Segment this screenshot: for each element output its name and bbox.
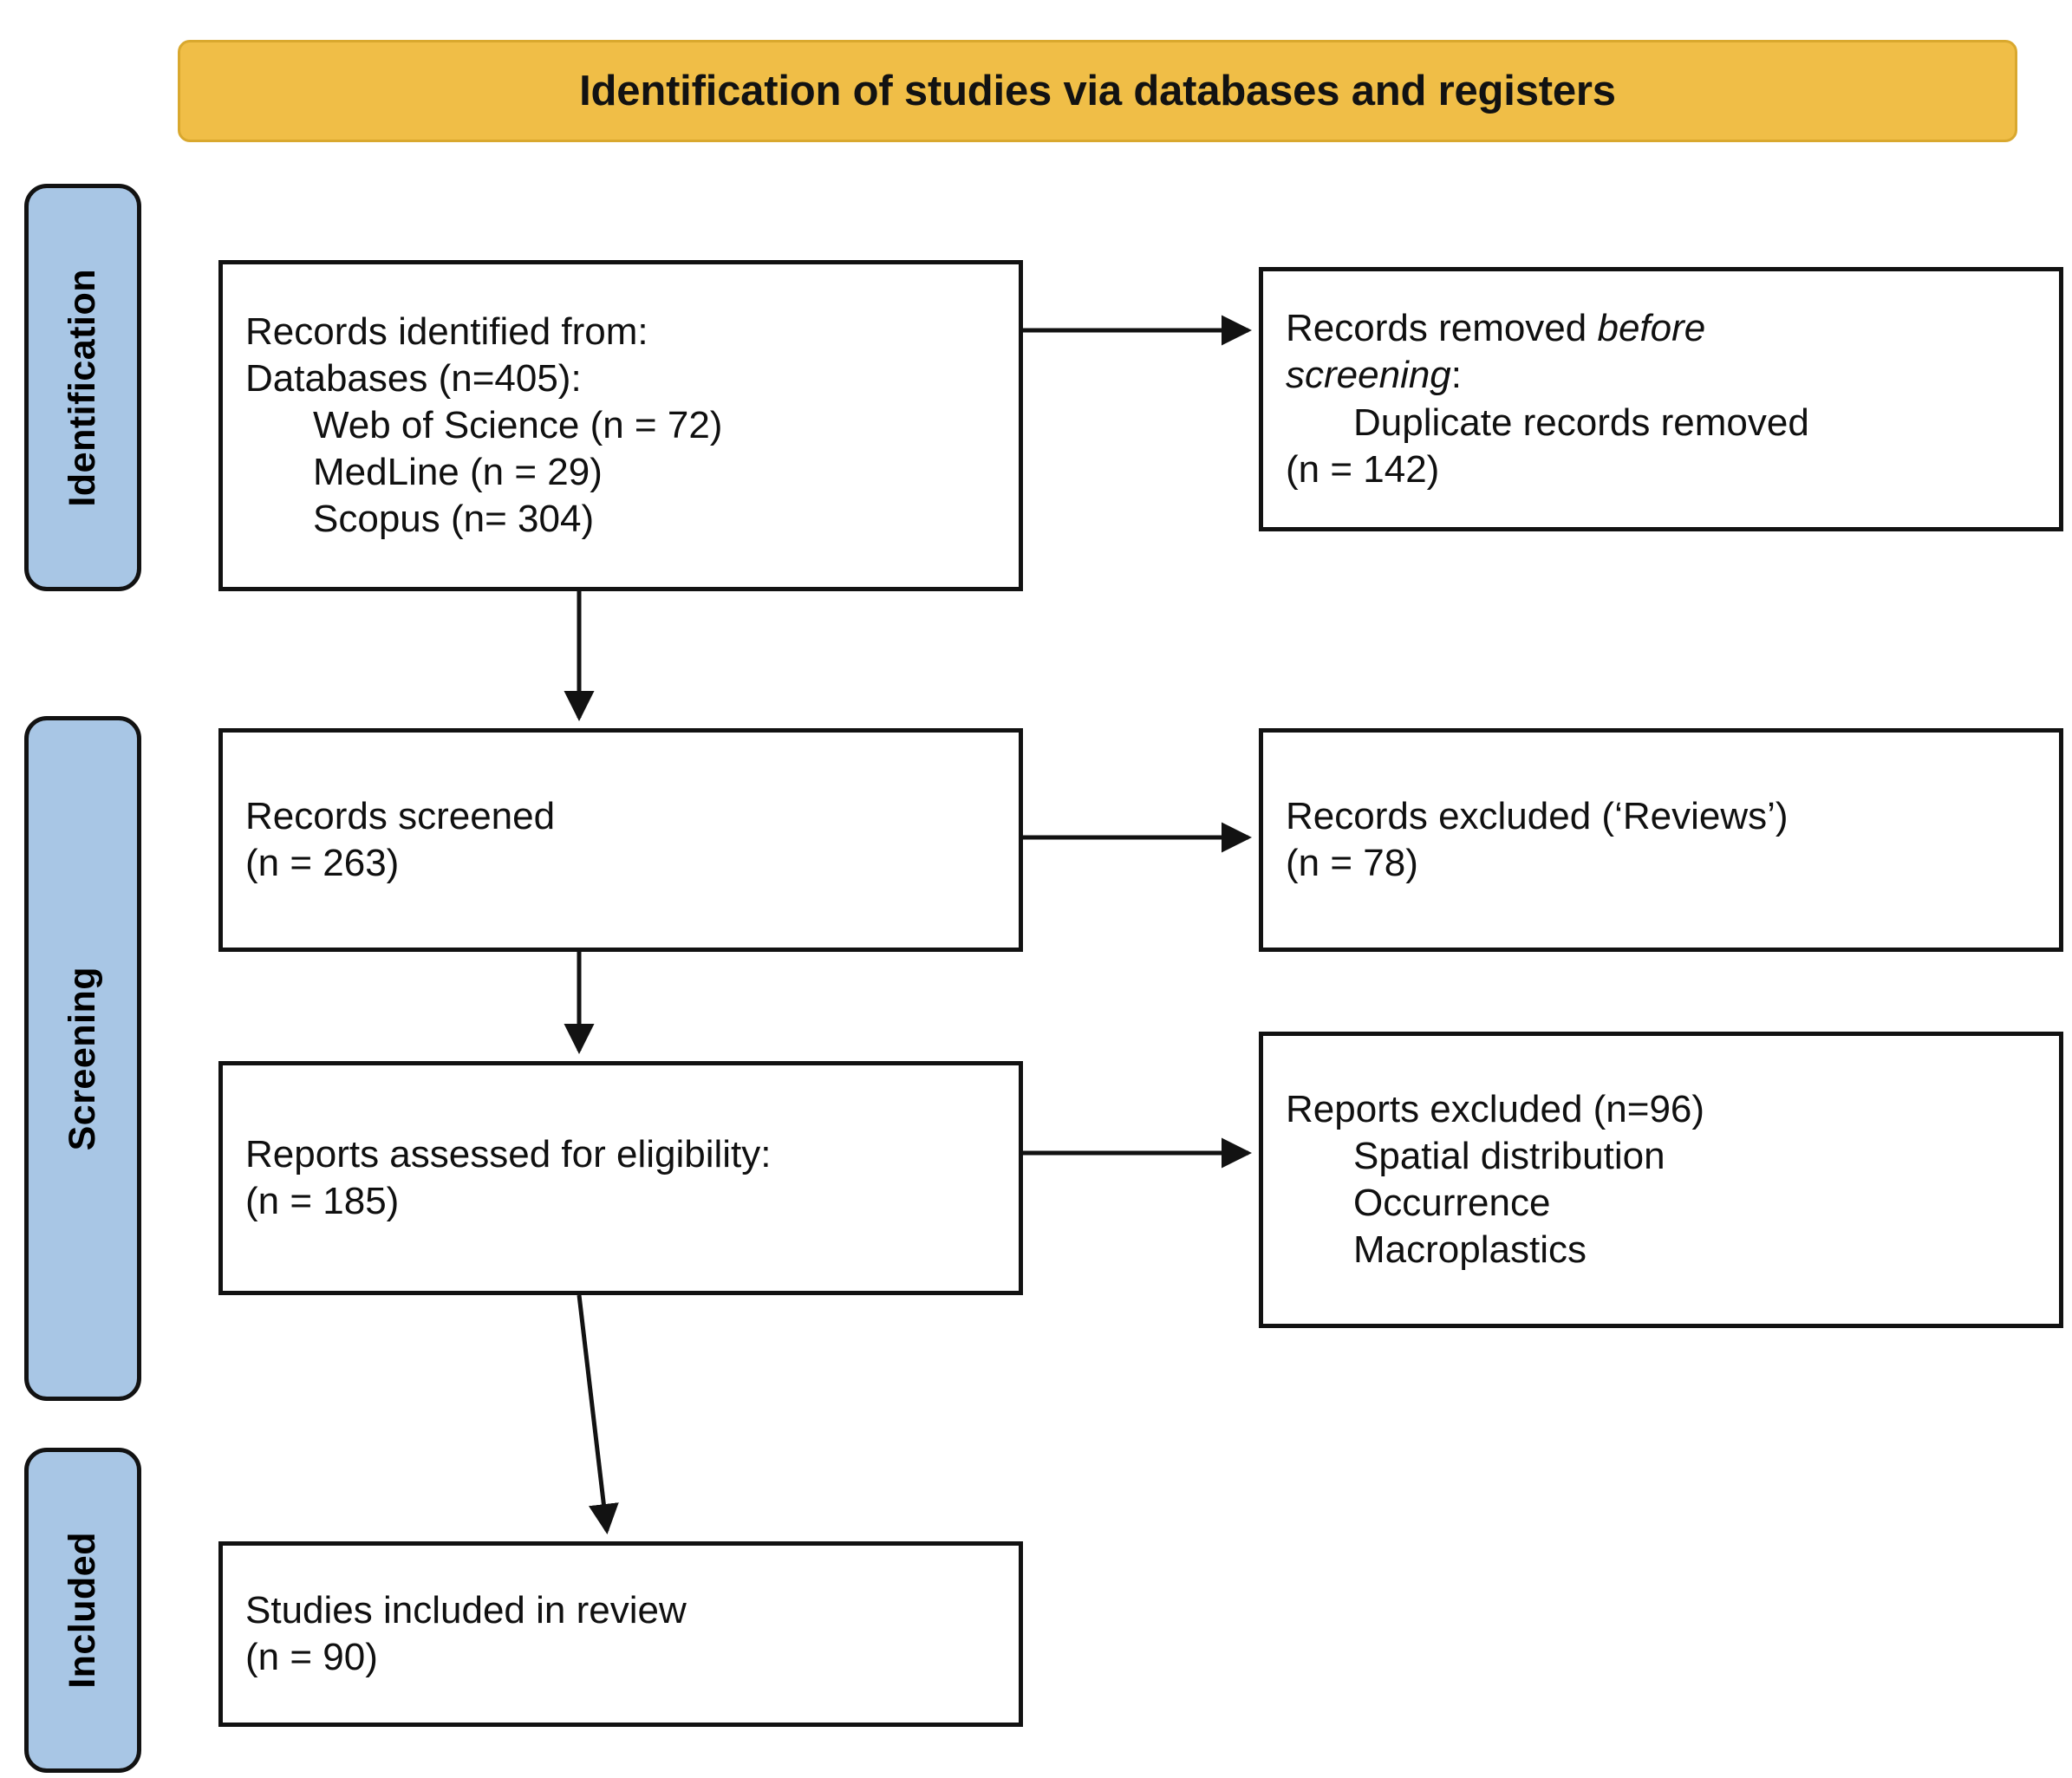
records-removed-count: (n = 142): [1286, 447, 1440, 491]
records-screened-count: (n = 263): [245, 842, 400, 884]
reports-excluded-reason-macroplastics: Macroplastics: [1353, 1228, 1587, 1272]
box-records-removed-before-screening: Records removed before screening: Duplic…: [1259, 267, 2063, 531]
records-identified-source-web-of-science: Web of Science (n = 72): [313, 403, 723, 446]
records-removed-line-1-plain: Records removed: [1286, 307, 1598, 350]
stage-label-screening: Screening: [24, 716, 141, 1401]
records-identified-source-medline: MedLine (n = 29): [313, 451, 603, 494]
arrow-eligibility-to-included: [577, 1294, 619, 1534]
studies-included-count: (n = 90): [245, 1636, 378, 1678]
records-identified-source-scopus: Scopus (n= 304): [313, 498, 595, 541]
box-records-excluded-reviews: Records excluded (‘Reviews’) (n = 78): [1259, 728, 2063, 952]
reports-eligibility-label: Reports assessed for eligibility:: [245, 1132, 772, 1176]
header-title: Identification of studies via databases …: [579, 68, 1616, 114]
reports-excluded-reason-occurrence: Occurrence: [1353, 1182, 1551, 1224]
stage-label-screening-text: Screening: [62, 966, 103, 1151]
records-excluded-reviews-count: (n = 78): [1286, 842, 1418, 884]
records-removed-line-2-plain: :: [1450, 354, 1463, 397]
records-removed-line-1: Records removed before: [1286, 305, 2036, 352]
reports-excluded-reason-spatial-distribution: Spatial distribution: [1353, 1134, 1665, 1177]
stage-label-identification: Identification: [24, 184, 141, 591]
records-removed-line-2-italic: screening: [1286, 354, 1451, 397]
stage-label-identification-text: Identification: [62, 268, 103, 507]
records-identified-line-2: Databases (n=405):: [245, 356, 582, 400]
records-screened-label: Records screened: [245, 794, 556, 837]
records-removed-duplicates: Duplicate records removed: [1353, 401, 1809, 444]
records-removed-line-1-italic: before: [1597, 307, 1706, 350]
box-reports-assessed-for-eligibility: Reports assessed for eligibility: (n = 1…: [218, 1061, 1023, 1295]
box-reports-excluded: Reports excluded (n=96) Spatial distribu…: [1259, 1032, 2063, 1328]
box-records-screened: Records screened (n = 263): [218, 728, 1023, 952]
reports-excluded-label: Reports excluded (n=96): [1286, 1087, 1705, 1130]
box-studies-included-in-review: Studies included in review (n = 90): [218, 1541, 1023, 1727]
diagram-header-banner: Identification of studies via databases …: [178, 40, 2017, 142]
studies-included-label: Studies included in review: [245, 1588, 687, 1631]
records-excluded-reviews-label: Records excluded (‘Reviews’): [1286, 794, 1789, 837]
records-removed-line-2: screening:: [1286, 352, 2036, 399]
reports-eligibility-count: (n = 185): [245, 1180, 400, 1222]
box-records-identified: Records identified from: Databases (n=40…: [218, 260, 1023, 591]
records-identified-line-1: Records identified from:: [245, 309, 648, 353]
stage-label-included-text: Included: [62, 1532, 103, 1689]
stage-label-included: Included: [24, 1448, 141, 1773]
